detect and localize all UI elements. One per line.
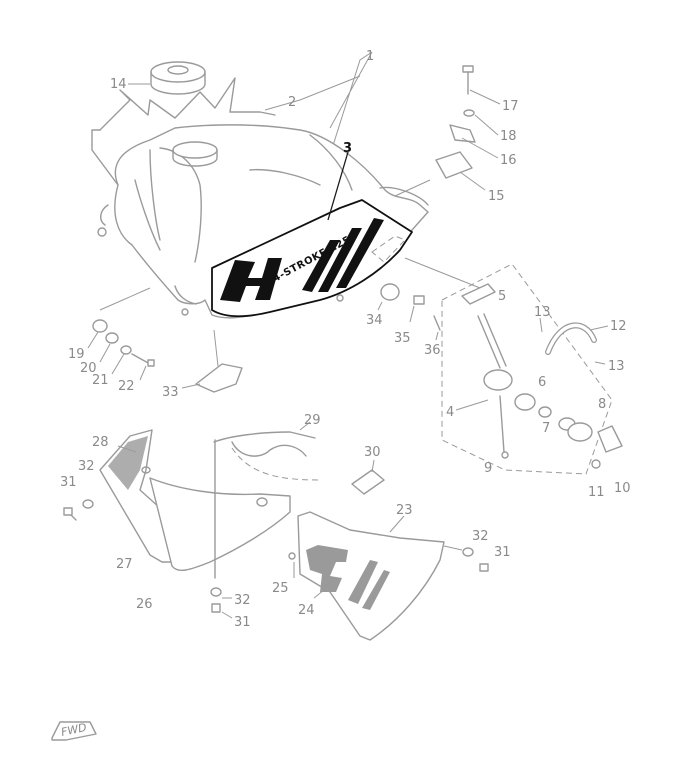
bolt-31b-part (211, 603, 221, 613)
bolts-19-22-parts (92, 319, 155, 367)
washer-32a-part (82, 499, 94, 509)
callout-11: 11 (588, 485, 605, 500)
callout-6: 6 (538, 375, 546, 390)
callout-36: 36 (424, 343, 441, 358)
leader-22 (139, 365, 147, 381)
callout-12: 12 (610, 319, 627, 334)
callout-31c: 31 (494, 545, 511, 560)
washer-32c-part (462, 547, 474, 557)
leader-36 (435, 331, 439, 341)
leader-21 (111, 353, 125, 375)
bolt-31c-part (479, 563, 489, 572)
callout-14: 14 (110, 77, 127, 92)
bolt-17-part (462, 65, 474, 95)
hose-30-part (351, 469, 385, 495)
leader-15 (459, 171, 486, 191)
tank-outline-zigzag (99, 77, 276, 131)
callout-29: 29 (304, 413, 321, 428)
leader-19-group (99, 287, 151, 311)
leader-33b (213, 329, 219, 367)
bracket-29-part (213, 431, 316, 443)
callout-23: 23 (396, 503, 413, 518)
callout-32c: 32 (472, 529, 489, 544)
damper-34-part (380, 283, 400, 301)
callout-32b: 32 (234, 593, 251, 608)
callout-24: 24 (298, 603, 315, 618)
callout-3: 3 (343, 141, 352, 156)
callout-7: 7 (542, 421, 550, 436)
bolt-36-part (433, 315, 441, 331)
callout-8: 8 (598, 397, 606, 412)
washer-18-part (463, 109, 475, 117)
callout-2: 2 (288, 95, 296, 110)
leader-15b (394, 179, 431, 197)
leader-13a (539, 317, 543, 333)
callout-31b: 31 (234, 615, 251, 630)
leader-19 (87, 331, 99, 349)
fuel-cap-part (150, 61, 206, 95)
callout-4: 4 (446, 405, 454, 420)
tank-outline-left (91, 129, 119, 186)
callout-21: 21 (92, 373, 109, 388)
fwd-arrow-icon: FWD (51, 721, 97, 741)
rubber-33-part (195, 363, 243, 393)
leader-30 (371, 459, 375, 473)
leader-18 (474, 114, 499, 136)
tank-decal-part: 4-STROKE 225 (211, 199, 413, 318)
callout-1: 1 (366, 49, 374, 64)
callout-33: 33 (162, 385, 179, 400)
callout-13a: 13 (534, 305, 551, 320)
leader-4 (455, 399, 489, 411)
leader-23 (389, 515, 405, 533)
callout-35: 35 (394, 331, 411, 346)
leader-16 (461, 137, 499, 159)
fuel-cock-group-box (441, 263, 613, 475)
callout-27: 27 (116, 557, 133, 572)
fwd-label: FWD (60, 721, 88, 739)
washer-32b-part (210, 587, 222, 597)
leader-28 (117, 445, 137, 453)
callout-32a: 32 (78, 459, 95, 474)
callout-28: 28 (92, 435, 109, 450)
leader-13b (594, 361, 606, 365)
callout-25: 25 (272, 581, 289, 596)
side-cover-center-part (149, 477, 291, 572)
callout-20: 20 (80, 361, 97, 376)
collar-35-part (413, 295, 425, 305)
side-cover-right-part (288, 511, 445, 641)
leader-34 (377, 301, 383, 311)
bracket-16-part (449, 124, 476, 143)
callout-9: 9 (484, 461, 492, 476)
callout-5: 5 (498, 289, 506, 304)
callout-15: 15 (488, 189, 505, 204)
callout-19: 19 (68, 347, 85, 362)
fuel-cock-part (477, 313, 623, 469)
leader-5 (404, 257, 491, 293)
leader-29 (299, 421, 311, 431)
callout-13b: 13 (608, 359, 625, 374)
plate-5-part (461, 283, 496, 305)
callout-26: 26 (136, 597, 153, 612)
callout-30: 30 (364, 445, 381, 460)
leader-24 (313, 589, 325, 599)
callout-16: 16 (500, 153, 517, 168)
leader-35 (409, 305, 415, 323)
damper-15-part (435, 151, 473, 179)
leader-33 (181, 383, 201, 389)
callout-34: 34 (366, 313, 383, 328)
callout-18: 18 (500, 129, 517, 144)
leader-32c (443, 545, 463, 551)
callout-17: 17 (502, 99, 519, 114)
leader-2 (264, 75, 361, 111)
leader-3 (327, 151, 349, 221)
callout-22: 22 (118, 379, 135, 394)
leader-12 (589, 325, 609, 331)
callout-10: 10 (614, 481, 631, 496)
leader-31b (221, 611, 233, 619)
leader-20 (99, 343, 111, 363)
callout-31a: 31 (60, 475, 77, 490)
leader-17 (469, 89, 501, 105)
